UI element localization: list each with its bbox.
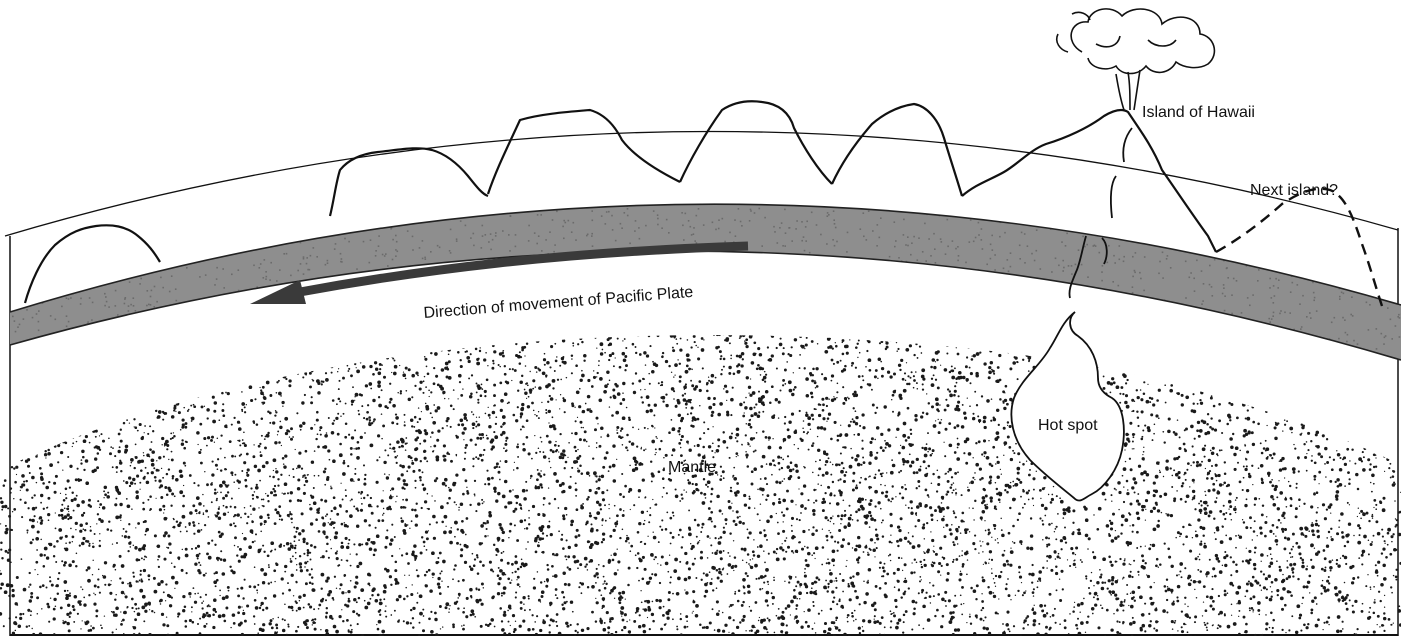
label-mantle: Mantle [668,459,716,476]
label-next-island: Next island? [1250,182,1338,199]
label-hot-spot: Hot spot [1038,417,1098,434]
label-island-of-hawaii: Island of Hawaii [1142,104,1255,121]
